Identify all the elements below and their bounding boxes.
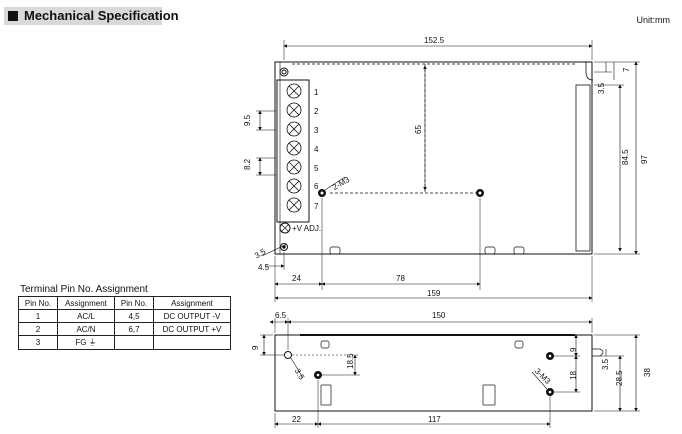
terminal-number: 3	[314, 126, 319, 135]
table-row: 1 AC/L 4,5 DC OUTPUT -V	[18, 309, 231, 323]
table-cell: DC OUTPUT +V	[153, 322, 231, 336]
table-cell: AC/L	[57, 309, 115, 323]
table-header: Assignment	[153, 296, 231, 310]
side-dim-right-y: 18	[569, 371, 578, 380]
table-cell: FG ⏚	[57, 335, 115, 350]
side-dim-small: 3.5	[601, 358, 610, 370]
side-hole	[284, 351, 292, 359]
table-cell: 6,7	[114, 322, 154, 336]
table-cell: DC OUTPUT -V	[153, 309, 231, 323]
table-header-row: Pin No. Assignment Pin No. Assignment	[18, 296, 231, 310]
top-view-housing	[274, 61, 593, 255]
dim-hole-x2: 78	[396, 274, 405, 283]
dim-depth: 97	[640, 155, 649, 164]
table-row: 2 AC/N 6,7 DC OUTPUT +V	[18, 322, 231, 336]
terminal-number: 2	[314, 107, 319, 116]
terminal-table-title: Terminal Pin No. Assignment	[20, 284, 148, 295]
table-cell: AC/N	[57, 322, 115, 336]
dim-offset-top2: 7	[622, 67, 631, 72]
terminal-screw-icon	[286, 102, 302, 118]
terminal-number: 1	[314, 88, 319, 97]
table-header: Assignment	[57, 296, 115, 310]
side-dim-hole-dia: 3.5	[293, 367, 307, 382]
terminal-screw-icon	[286, 178, 302, 194]
terminal-number: 7	[314, 202, 319, 211]
terminal-number: 4	[314, 145, 319, 154]
dim-left-offset: 4.5	[258, 263, 270, 272]
side-dim-x2: 117	[428, 415, 441, 424]
table-cell	[153, 335, 231, 350]
side-dim-total: 38	[643, 368, 652, 377]
dim-length: 152.5	[424, 36, 445, 45]
dim-hole-span: 65	[414, 125, 423, 134]
terminal-number: 5	[314, 164, 319, 173]
terminal-screw-icon	[286, 159, 302, 175]
side-view	[260, 318, 640, 428]
side-dim-right-top: 9	[569, 347, 578, 352]
side-dim-mid: 28.5	[615, 370, 624, 386]
table-cell: 4,5	[114, 309, 154, 323]
dim-base-len: 159	[427, 289, 441, 298]
corner-screw	[279, 67, 289, 77]
dim-screws: 2-M3	[331, 175, 352, 192]
side-dim-hole-y: 18.5	[346, 353, 355, 369]
terminal-number: 6	[314, 182, 319, 191]
adj-pot-icon	[279, 222, 291, 234]
dim-pitch-b: 8.2	[243, 158, 252, 170]
table-cell: 2	[18, 322, 58, 336]
unit-label: Unit:mm	[636, 15, 671, 25]
dim-pitch-a: 9.5	[243, 114, 252, 126]
terminal-table: Pin No. Assignment Pin No. Assignment 1 …	[18, 296, 231, 350]
side-dim-height-off: 9	[251, 345, 260, 350]
bullet-square-icon	[8, 11, 18, 21]
table-cell: 1	[18, 309, 58, 323]
top-view	[256, 40, 640, 302]
dim-offset-top: 3.5	[597, 82, 606, 94]
terminal-screw-icon	[286, 140, 302, 156]
table-cell	[114, 335, 154, 350]
table-row: 3 FG ⏚	[18, 335, 231, 350]
side-dim-length: 150	[432, 311, 446, 320]
dim-hole-x1: 24	[292, 274, 301, 283]
table-cell: 3	[18, 335, 58, 350]
adj-label: +V ADJ.	[292, 224, 321, 233]
side-dim-x1: 22	[292, 415, 301, 424]
terminal-screw-icon	[286, 83, 302, 99]
terminal-screws	[286, 83, 302, 213]
side-dim-left-offset: 6.5	[275, 311, 287, 320]
dim-depth-inner: 84.5	[621, 149, 630, 165]
terminal-screw-icon	[286, 121, 302, 137]
section-title: Mechanical Specification	[24, 8, 179, 23]
table-header: Pin No.	[114, 296, 154, 310]
section-header: Mechanical Specification	[4, 7, 179, 25]
terminal-screw-icon	[286, 197, 302, 213]
table-header: Pin No.	[18, 296, 58, 310]
terminal-block	[276, 79, 310, 223]
dim-hole-dia: 3.5	[253, 247, 268, 261]
heatsink-strip	[575, 84, 591, 252]
